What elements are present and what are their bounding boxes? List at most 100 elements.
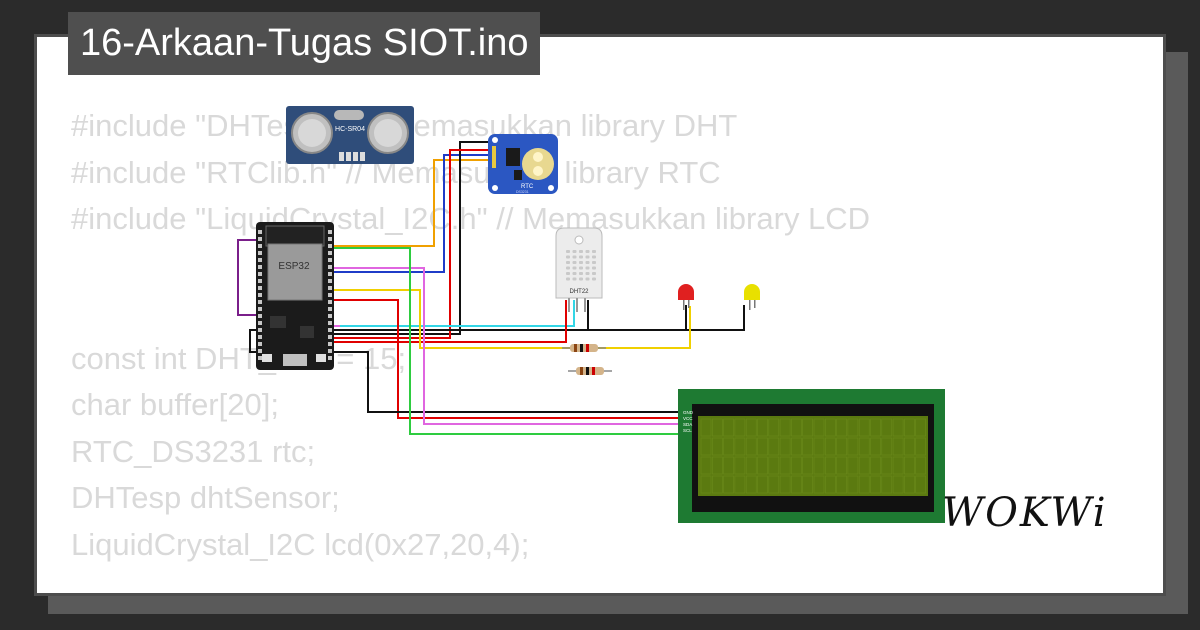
lcd-cell xyxy=(892,456,904,475)
lcd-cell xyxy=(881,418,893,437)
lcd-cell xyxy=(915,456,927,475)
esp32-pin xyxy=(328,293,332,297)
esp32-pin xyxy=(258,307,262,311)
led-yellow[interactable] xyxy=(744,284,760,310)
wire-purple xyxy=(237,239,262,316)
esp32-pin xyxy=(258,321,262,325)
lcd-cell xyxy=(881,456,893,475)
wire-pink xyxy=(330,267,680,425)
lcd-cell xyxy=(791,456,802,475)
esp32-pin xyxy=(328,251,332,255)
lcd-cell xyxy=(768,437,780,456)
esp32-pin xyxy=(258,293,262,297)
lcd-pin-sda: SDA xyxy=(683,422,692,427)
esp32-pin xyxy=(258,237,262,241)
dht-vent xyxy=(572,272,577,275)
lcd-cell xyxy=(824,456,836,475)
dht-vent xyxy=(592,277,596,281)
lcd-cell xyxy=(802,456,814,475)
lcd-cell xyxy=(723,437,734,456)
resistor-2[interactable] xyxy=(568,367,612,375)
lcd-pin-vcc: VCC xyxy=(683,416,693,421)
lcd-cell xyxy=(892,437,904,456)
dht-vent xyxy=(566,261,570,264)
lcd-cell xyxy=(779,456,791,475)
esp32-pin xyxy=(328,244,332,248)
ultrasonic-sensor[interactable]: HC-SR04 xyxy=(286,106,414,164)
dht-vent xyxy=(579,277,583,281)
lcd-cell xyxy=(723,475,734,494)
code-line: LiquidCrystal_I2C lcd(0x27,20,4); xyxy=(71,526,530,562)
wire-black-rtc xyxy=(330,141,494,335)
esp32-pin xyxy=(258,279,262,283)
esp32-pin xyxy=(258,300,262,304)
lcd-cell xyxy=(870,418,881,437)
lcd-cell xyxy=(757,456,768,475)
dht-vent xyxy=(585,250,590,253)
ultrasonic-label: HC-SR04 xyxy=(335,126,365,133)
code-line: #include "LiquidCrystal_I2C.h" // Memasu… xyxy=(71,201,871,236)
wire-blue xyxy=(330,154,494,273)
esp32-pin xyxy=(258,335,262,339)
lcd-cell xyxy=(768,418,780,437)
lcd-cell xyxy=(802,437,814,456)
lcd-cell xyxy=(824,475,836,494)
lcd-cell xyxy=(734,418,746,437)
lcd-cell xyxy=(802,418,814,437)
lcd-cell xyxy=(802,475,814,494)
lcd-cell xyxy=(847,456,859,475)
rtc-module[interactable]: RTC DS3231 xyxy=(488,134,558,194)
resistor-1[interactable] xyxy=(562,344,606,352)
dht-vent xyxy=(592,250,596,253)
code-line: DHTesp dhtSensor; xyxy=(71,480,340,515)
lcd-cell xyxy=(757,418,768,437)
dht-vent xyxy=(572,255,577,259)
code-line: RTC_DS3231 rtc; xyxy=(71,433,316,469)
dht22-sensor[interactable]: DHT22 xyxy=(555,227,603,312)
lcd-cell xyxy=(779,418,791,437)
code-line: char buffer[20]; xyxy=(71,387,279,422)
dht-vent xyxy=(592,272,596,275)
lcd-cell xyxy=(768,456,780,475)
wire-cyan xyxy=(330,300,575,327)
lcd-cell xyxy=(870,437,881,456)
wire-green xyxy=(330,247,680,435)
lcd-cell xyxy=(813,475,825,494)
wire-yellow-led xyxy=(330,289,691,349)
esp32-pin xyxy=(328,265,332,269)
dht-vent xyxy=(592,266,596,270)
esp32-pin xyxy=(258,272,262,276)
lcd-cell xyxy=(745,437,757,456)
dht-vent xyxy=(592,261,596,264)
esp32-pin xyxy=(328,286,332,290)
dht-vent xyxy=(566,277,570,281)
lcd-cell xyxy=(745,475,757,494)
lcd-cell xyxy=(836,456,847,475)
lcd-cell xyxy=(915,418,927,437)
esp32-pin xyxy=(258,356,262,360)
esp32-board[interactable]: ESP32 xyxy=(256,222,334,370)
lcd-cell xyxy=(836,475,847,494)
dht-vent xyxy=(579,255,583,259)
lcd-pin-scl: SCL xyxy=(683,428,692,433)
wire-red-dht xyxy=(330,300,567,343)
dht-vent xyxy=(585,255,590,259)
lcd-cell xyxy=(711,456,723,475)
lcd-cell xyxy=(915,437,927,456)
lcd-display[interactable]: GND VCC SDA SCL xyxy=(678,389,945,523)
led-red[interactable] xyxy=(678,284,694,310)
wire-red-rtc xyxy=(330,149,494,339)
lcd-cell xyxy=(836,437,847,456)
dht-label: DHT22 xyxy=(569,289,589,295)
esp32-pin xyxy=(328,230,332,234)
dht-vent xyxy=(566,255,570,259)
esp32-pin xyxy=(328,328,332,332)
lcd-cell xyxy=(723,418,734,437)
dht-vent xyxy=(572,250,577,253)
dht-vent xyxy=(579,266,583,270)
dht-vent xyxy=(579,261,583,264)
esp32-pin xyxy=(258,244,262,248)
lcd-cell xyxy=(881,437,893,456)
lcd-cell xyxy=(904,418,915,437)
dht-vent xyxy=(566,250,570,253)
